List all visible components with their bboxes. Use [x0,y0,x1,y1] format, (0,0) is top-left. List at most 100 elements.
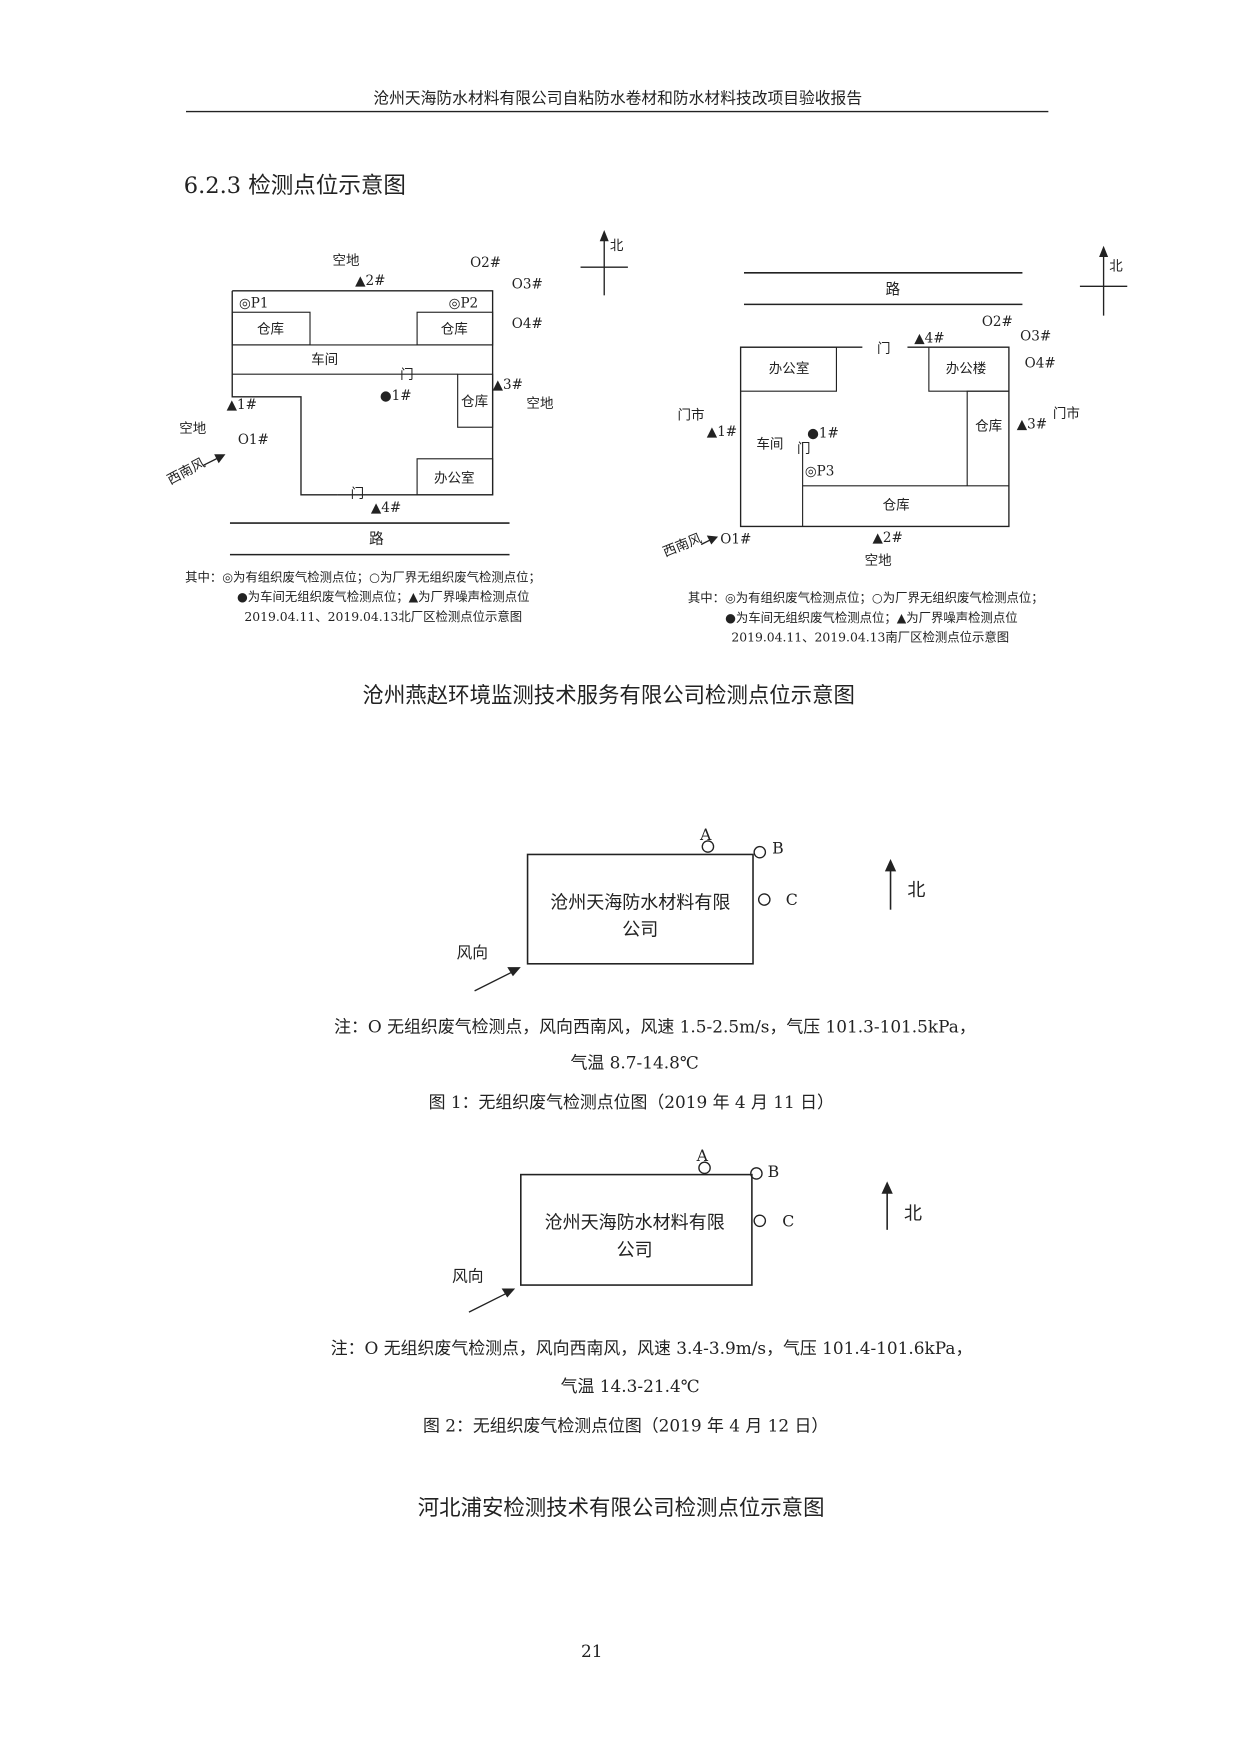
wind-arrow-icon [202,454,226,467]
point-n4: ▲4# [371,500,401,516]
road-label: 路 [885,281,900,298]
point-w1: ●1# [807,425,839,441]
point-c-circle [753,1214,767,1228]
point-n3: ▲3# [1017,416,1047,432]
gate-bottom-label: 门 [351,486,365,502]
point-o4: O4# [1025,355,1056,371]
wind-label: 西南风 [661,530,705,560]
company-line1: 沧州天海防水材料有限 [550,893,730,914]
warehouse-left-box [231,311,311,346]
warehouse-right-label: 仓库 [975,419,1002,435]
legend-line2: ●为车间无组织废气检测点位；▲为厂界噪声检测点位 [725,610,1018,625]
warehouse-right-label: 仓库 [441,322,468,338]
point-o3: O3# [1020,328,1051,344]
point-n1: ▲1# [227,397,257,413]
legend-line2: ●为车间无组织废气检测点位；▲为厂界噪声检测点位 [237,589,530,604]
empty-land-top: 空地 [333,253,361,269]
figure-caption: 图 2：无组织废气检测点位图（2019 年 4 月 12 日） [423,1416,828,1436]
north-label: 北 [1109,259,1123,275]
company-box [520,1173,753,1286]
empty-land-left: 空地 [179,421,207,437]
point-n2: ▲2# [873,530,903,546]
office-label: 办公室 [434,469,475,486]
point-n1: ▲1# [707,424,737,440]
office-box [740,346,837,392]
shop-right-label: 门市 [1053,405,1080,422]
point-n4: ▲4# [914,331,944,347]
point-o3: O3# [512,277,543,293]
point-o1: O1# [720,531,751,547]
point-o1: O1# [238,432,269,448]
wind-label: 西南风 [165,455,209,488]
caption-puan: 河北浦安检测技术有限公司检测点位示意图 [418,1496,825,1521]
point-o4: O4# [512,316,543,332]
company-line1: 沧州天海防水材料有限 [545,1213,725,1234]
warehouse-right-box [966,390,1009,486]
gate-inner-label: 门 [797,441,811,457]
shop-left-label: 门市 [677,406,704,423]
point-o2: O2# [470,255,501,271]
point-b-label: B [772,838,784,857]
warehouse-mid-box [457,373,494,428]
point-a-label: A [699,825,712,844]
company-line2: 公司 [622,920,658,941]
warehouse-left-label: 仓库 [257,322,284,338]
office-bldg-label: 办公楼 [946,361,987,377]
legend-caption: 2019.04.11、2019.04.13北厂区检测点位示意图 [244,609,522,624]
point-w1: ●1# [380,388,412,404]
point-c-label: C [782,1211,794,1230]
legend-caption: 2019.04.11、2019.04.13南厂区检测点位示意图 [731,629,1009,644]
point-b-label: B [768,1162,780,1181]
north-label: 北 [907,880,925,901]
figure-2: 沧州天海防水材料有限 公司 A B C 风向 北 注：O 无组织废气检测点，风向… [331,1146,973,1436]
company-line2: 公司 [617,1240,653,1261]
point-n3: ▲3# [493,377,523,393]
warehouse-mid-label: 仓库 [461,394,488,410]
figure-1: 沧州天海防水材料有限 公司 A B C 风向 北 注：O 无组织废气检测点，风向… [334,825,976,1112]
point-a-circle [698,1161,711,1175]
note-line1: 注：O 无组织废气检测点，风向西南风，风速 3.4-3.9m/s，气压 101.… [331,1338,973,1358]
point-a-label: A [696,1146,709,1165]
note-line2: 气温 8.7-14.8℃ [571,1053,699,1073]
point-p2: ◎P2 [449,296,478,312]
gate-label: 门 [877,341,891,357]
header-title: 沧州天海防水材料有限公司自粘防水卷材和防水材料技改项目验收报告 [373,89,862,108]
company-box [526,853,754,965]
note-line1: 注：O 无组织废气检测点，风向西南风，风速 1.5-2.5m/s，气压 101.… [334,1017,976,1037]
note-line2: 气温 14.3-21.4℃ [561,1376,700,1396]
office-label: 办公室 [769,360,810,377]
page-number: 21 [581,1641,603,1661]
workshop-label: 车间 [756,436,783,453]
north-label: 北 [610,238,624,254]
point-c-label: C [786,890,798,909]
gate-inner-label: 门 [400,367,414,383]
north-arrow-icon [881,1181,893,1230]
north-arrow-icon [884,858,897,910]
wind-arrow-icon [700,535,719,546]
figure-caption: 图 1：无组织废气检测点位图（2019 年 4 月 11 日） [429,1092,834,1112]
wind-label: 风向 [452,1267,484,1286]
wind-arrow-icon [474,967,521,992]
south-plant-diagram: 北 路 门 办公室 办公楼 门市 门市 车间 门 仓库 仓库 空地 西南风 O1… [661,245,1128,644]
point-c-circle [757,893,771,906]
office-box [416,458,494,496]
section-heading: 6.2.3 检测点位示意图 [184,173,406,199]
point-b-circle [753,845,767,859]
wind-arrow-icon [468,1288,516,1313]
workshop-label: 车间 [311,351,338,368]
point-p1: ◎P1 [239,296,269,312]
road-label: 路 [369,530,384,547]
north-arrow-icon [580,229,628,296]
caption-yanzhao: 沧州燕赵环境监测技术服务有限公司检测点位示意图 [363,683,855,708]
north-plant-diagram: 北 路 空地 空地 空地 仓库 仓库 车间 门 仓库 办公室 门 西南风 [165,229,628,624]
point-o2: O2# [982,314,1013,330]
point-n2: ▲2# [355,273,385,289]
north-arrow-icon [1079,245,1128,316]
wind-label: 风向 [457,943,489,962]
point-a-circle [701,840,715,853]
factory-boundary-left [231,290,338,496]
warehouse-right-box [416,311,494,346]
empty-land-right: 空地 [526,396,554,412]
